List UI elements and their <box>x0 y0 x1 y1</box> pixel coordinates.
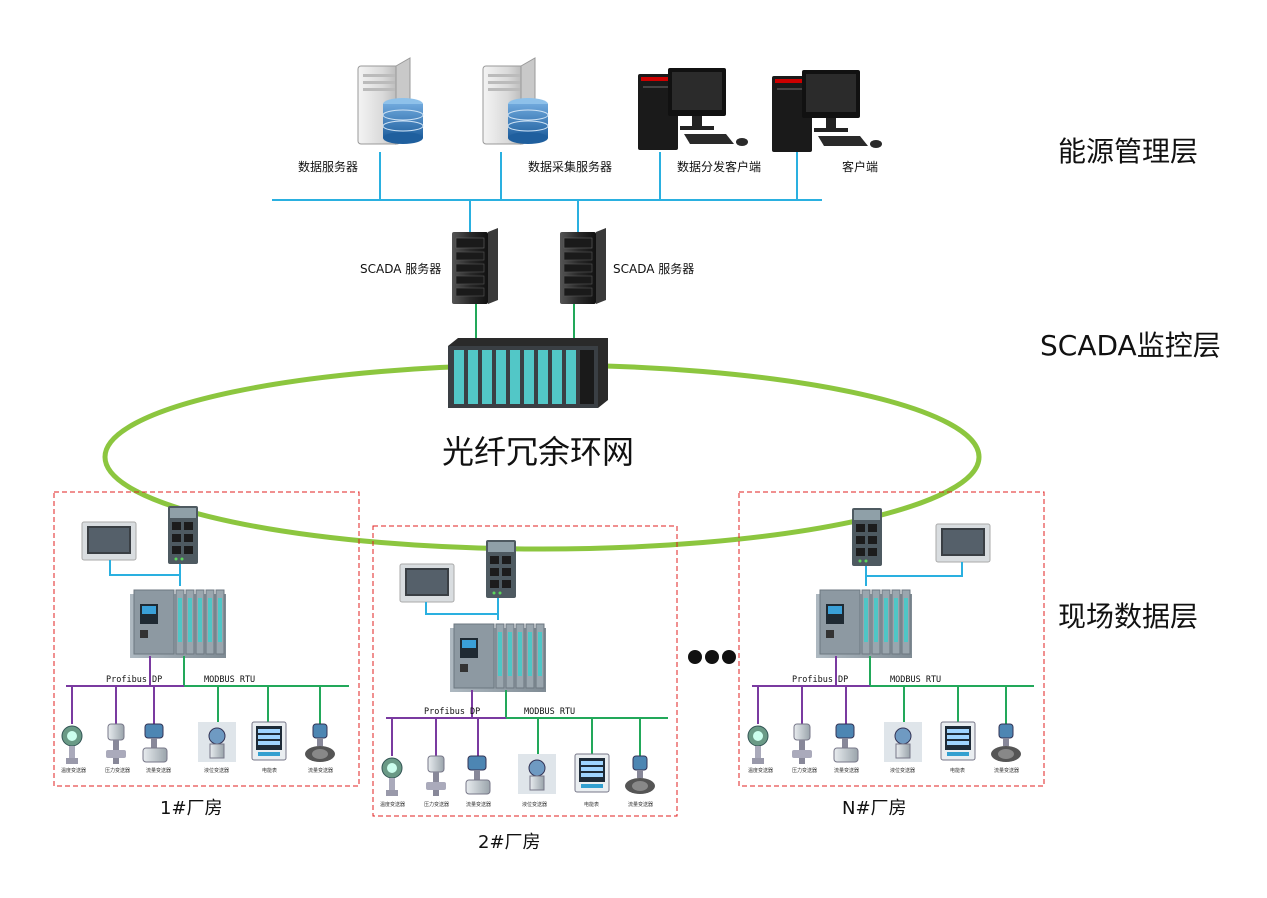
plant-n-device-label: 电能表 <box>950 767 965 774</box>
plant-n-device-label: 温度变送器 <box>748 767 773 774</box>
plant-n-power-meter-icon <box>940 721 976 761</box>
plant-2-name: 2#厂房 <box>478 832 541 853</box>
plant-n-level-transmitter-icon <box>883 721 923 763</box>
dist-client-pc-icon <box>638 68 748 150</box>
plant-n-temp-transmitter-icon <box>747 725 769 765</box>
plant-2-flow-transmitter-icon <box>465 755 491 795</box>
plant-2-switch-icon <box>486 540 516 598</box>
plant-2-device-label: 压力变送器 <box>424 801 449 808</box>
plant-2-device-label: 流量变送器 <box>466 801 491 808</box>
layer-title-scada: SCADA监控层 <box>1040 329 1221 362</box>
plant-2-device-label: 液位变送器 <box>522 801 547 808</box>
plant-2-device-label: 电能表 <box>584 801 599 808</box>
plant-n-plc-icon <box>815 589 913 659</box>
plant-1-device-label: 温度变送器 <box>61 767 86 774</box>
collect-server-label: 数据采集服务器 <box>528 159 612 174</box>
plant-n-device-label: 流量变送器 <box>994 767 1019 774</box>
plant-n-modbus-label: MODBUS RTU <box>890 675 941 685</box>
plant-1: Profibus DP MODBUS RTU 温度变送器 压力变送器 流量变送器… <box>53 491 360 819</box>
plant-n-flow-transmitter-icon <box>833 723 859 763</box>
plant-n-device-label: 液位变送器 <box>890 767 915 774</box>
plant-1-name: 1#厂房 <box>160 798 223 819</box>
scada-server-right-label: SCADA 服务器 <box>613 261 694 276</box>
layer-title-field: 现场数据层 <box>1058 600 1198 633</box>
plant-2-hmi-icon <box>399 563 455 603</box>
plant-1-device-label: 流量变送器 <box>308 767 333 774</box>
plant-n-device-label: 流量变送器 <box>834 767 859 774</box>
plant-1-switch-icon <box>168 506 198 564</box>
plant-1-power-meter-icon <box>251 721 287 761</box>
energy-layer: 数据服务器 数据采集服务器 数据分发客户端 客户端 <box>272 57 882 201</box>
central-plc-rack-icon <box>448 338 608 408</box>
plant-1-plc-icon <box>129 589 227 659</box>
plant-2-modbus-label: MODBUS RTU <box>524 707 575 717</box>
plant-1-device-label: 流量变送器 <box>146 767 171 774</box>
collect-server-icon <box>482 57 549 145</box>
plant-1-device-label: 液位变送器 <box>204 767 229 774</box>
scada-layer: SCADA 服务器 SCADA 服务器 <box>360 200 694 338</box>
data-server-icon <box>357 57 424 145</box>
plant-2-device-label: 温度变送器 <box>380 801 405 808</box>
plant-2-boundary <box>372 525 678 817</box>
plant-1-level-transmitter-icon <box>197 721 237 763</box>
plant-1-flow-transmitter-2-icon <box>304 723 336 763</box>
plant-2-plc-icon <box>449 623 547 693</box>
plant-n-boundary <box>738 491 1045 787</box>
scada-server-left-icon <box>451 227 499 305</box>
plant-2-temp-transmitter-icon <box>381 757 403 797</box>
more-plants-ellipsis <box>688 650 736 664</box>
plant-1-device-label: 电能表 <box>262 767 277 774</box>
plant-n-hmi-icon <box>935 523 991 563</box>
plant-n-flow-transmitter-2-icon <box>990 723 1022 763</box>
client-label: 客户端 <box>842 159 878 174</box>
plant-2: Profibus DP MODBUS RTU 温度变送器 压力变送器 流量变送器… <box>372 525 678 853</box>
plant-2-pressure-transmitter-icon <box>425 755 447 797</box>
plant-1-modbus-label: MODBUS RTU <box>204 675 255 685</box>
plant-1-temp-transmitter-icon <box>61 725 83 765</box>
scada-server-right-icon <box>559 227 607 305</box>
plant-n-device-label: 压力变送器 <box>792 767 817 774</box>
dist-client-label: 数据分发客户端 <box>677 159 761 174</box>
plant-n: Profibus DP MODBUS RTU 温度变送器 压力变送器 流量变送器… <box>738 491 1045 819</box>
plant-n-switch-icon <box>852 508 882 566</box>
plant-1-pressure-transmitter-icon <box>105 723 127 765</box>
plant-2-power-meter-icon <box>574 753 610 793</box>
client-pc-icon <box>772 70 882 152</box>
plant-n-pressure-transmitter-icon <box>791 723 813 765</box>
plant-n-profibus-label: Profibus DP <box>792 675 848 685</box>
plant-1-profibus-label: Profibus DP <box>106 675 162 685</box>
plant-2-device-label: 流量变送器 <box>628 801 653 808</box>
data-server-label: 数据服务器 <box>298 159 358 174</box>
plant-2-profibus-label: Profibus DP <box>424 707 480 717</box>
plant-2-level-transmitter-icon <box>517 753 557 795</box>
plant-1-flow-transmitter-icon <box>142 723 168 763</box>
layer-title-energy: 能源管理层 <box>1058 135 1198 168</box>
plant-1-hmi-icon <box>81 521 137 561</box>
scada-server-left-label: SCADA 服务器 <box>360 261 441 276</box>
plant-2-flow-transmitter-2-icon <box>624 755 656 795</box>
plant-1-boundary <box>53 491 360 787</box>
ring-label: 光纤冗余环网 <box>442 433 634 471</box>
plant-1-device-label: 压力变送器 <box>105 767 130 774</box>
plant-n-name: N#厂房 <box>842 798 907 819</box>
